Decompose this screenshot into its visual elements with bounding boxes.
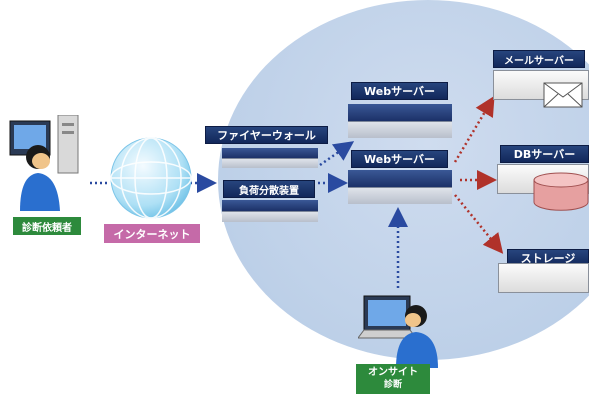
web-server-1-device xyxy=(348,104,452,138)
client-label: 診断依頼者 xyxy=(13,217,81,235)
arrow-web2-mail xyxy=(453,95,495,163)
mail-server-label: メールサーバー xyxy=(493,50,585,68)
database-icon xyxy=(533,172,589,211)
client-group xyxy=(9,115,79,211)
firewall-label: ファイヤーウォール xyxy=(205,126,328,144)
globe-icon xyxy=(110,137,192,219)
onsite-group xyxy=(358,295,438,368)
onsite-label-line1: オンサイト xyxy=(368,367,418,378)
web-server-2-device xyxy=(348,170,452,204)
internet-label: インターネット xyxy=(104,224,200,243)
arrow-firewall-web1 xyxy=(319,141,355,167)
laptop-icon xyxy=(358,295,417,339)
web-server-1-label: Webサーバー xyxy=(351,82,448,100)
load-balancer-device xyxy=(222,200,318,222)
person-icon xyxy=(396,305,438,368)
person-icon xyxy=(20,145,60,211)
envelope-icon xyxy=(543,82,583,108)
onsite-label: オンサイト 診断 xyxy=(356,364,430,394)
firewall-device xyxy=(222,148,318,168)
load-balancer-label: 負荷分散装置 xyxy=(223,180,315,198)
onsite-label-line2: 診断 xyxy=(383,380,402,390)
web-server-2-label: Webサーバー xyxy=(351,150,448,168)
arrow-web2-storage xyxy=(454,194,504,254)
db-server-label: DBサーバー xyxy=(500,145,589,163)
storage-device xyxy=(498,263,589,293)
storage-label: ストレージ xyxy=(507,249,589,267)
